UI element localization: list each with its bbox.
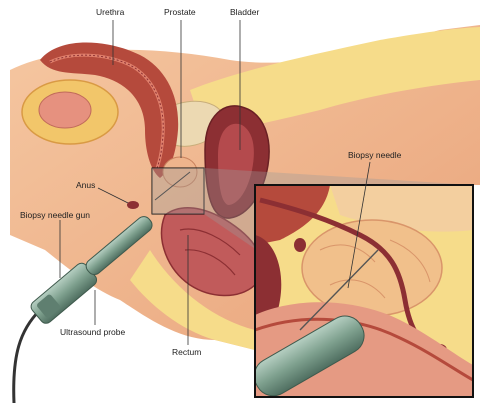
bladder-lumen xyxy=(218,123,254,205)
label-bladder: Bladder xyxy=(230,7,259,17)
abdominal-fat xyxy=(190,27,480,135)
label-ultrasound-probe: Ultrasound probe xyxy=(60,327,125,337)
probe-cable xyxy=(12,308,42,403)
prostate xyxy=(162,156,198,188)
main-anatomy xyxy=(10,25,480,350)
label-urethra: Urethra xyxy=(96,7,125,17)
inset-probe-tip xyxy=(255,315,365,397)
label-anus: Anus xyxy=(76,180,95,190)
perineal-fat xyxy=(130,250,255,350)
label-rectum: Rectum xyxy=(172,347,201,357)
biopsy-needle-icon xyxy=(299,249,379,331)
magnified-inset xyxy=(255,185,473,397)
inset-bladder-wall xyxy=(255,185,330,245)
anus xyxy=(127,201,139,209)
label-biopsy-needle-gun: Biopsy needle gun xyxy=(20,210,90,220)
testis xyxy=(38,91,92,129)
inset-prostate xyxy=(301,219,443,317)
label-biopsy-needle: Biopsy needle xyxy=(348,150,402,160)
probe-grip xyxy=(37,294,60,318)
urethra-channel-inner xyxy=(49,54,164,169)
inset-border xyxy=(254,184,474,398)
ultrasound-probe-icon xyxy=(12,216,153,403)
zoom-source-box xyxy=(151,167,205,215)
inset-rectal-mucosa xyxy=(255,317,473,382)
label-prostate: Prostate xyxy=(164,7,196,17)
main-needle xyxy=(154,171,191,201)
leader-lines xyxy=(59,20,371,345)
rectum-folds xyxy=(179,228,241,276)
inset-gland-node xyxy=(294,238,306,252)
probe-shaft xyxy=(85,216,153,276)
